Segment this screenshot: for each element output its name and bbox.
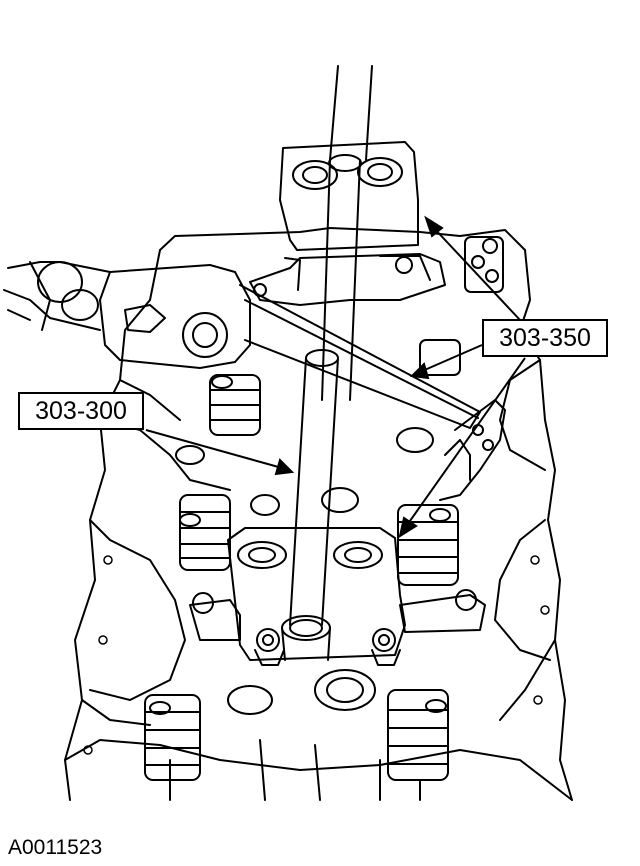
lever-bar bbox=[239, 284, 481, 429]
lever-handle bbox=[99, 264, 251, 369]
edge-studs bbox=[83, 555, 550, 755]
callout-leaders bbox=[145, 215, 526, 539]
cylinder-head-outline bbox=[64, 227, 573, 801]
callout-303-350: 303-350 bbox=[482, 319, 608, 357]
valve-springs-right bbox=[387, 339, 461, 781]
casting-bores bbox=[169, 427, 434, 801]
valve-springs-left bbox=[144, 374, 261, 781]
head-bosses-top-right bbox=[464, 236, 504, 293]
camshaft-caps bbox=[189, 589, 486, 666]
left-arm bbox=[3, 261, 111, 331]
upper-tool-plate bbox=[279, 141, 419, 251]
figure-id-label: A0011523 bbox=[8, 836, 103, 859]
lower-tool-plate bbox=[227, 527, 406, 661]
callout-303-300: 303-300 bbox=[18, 392, 144, 430]
upper-shaft bbox=[321, 65, 373, 401]
lower-shaft bbox=[289, 349, 339, 626]
bearing-bracket bbox=[249, 253, 446, 306]
